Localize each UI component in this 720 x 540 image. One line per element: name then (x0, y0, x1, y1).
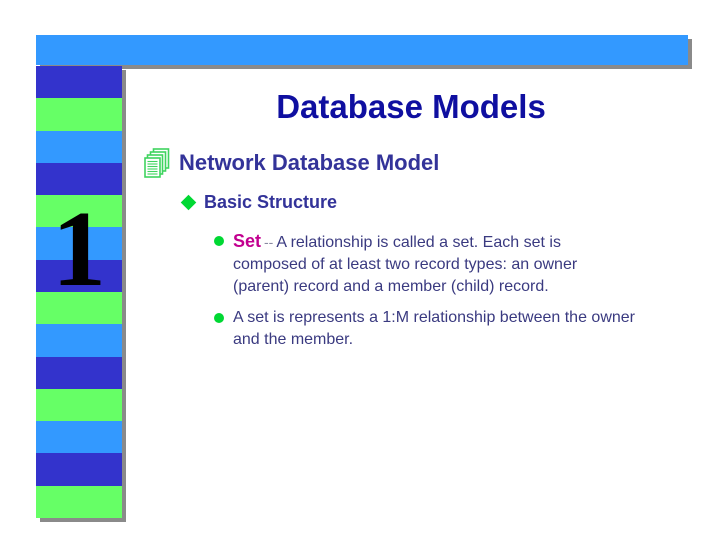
bullet-item-relationship: A set is represents a 1:M relationship b… (214, 307, 635, 351)
bullet-body: A set is represents a 1:M relationship b… (233, 309, 635, 348)
stripe (36, 227, 122, 260)
stripe (36, 324, 122, 357)
stripe (36, 421, 122, 454)
stripe (36, 388, 122, 422)
stripe (36, 453, 122, 486)
stripe-column (36, 66, 122, 518)
diamond-bullet-icon (180, 194, 197, 210)
subheading-row: Basic Structure (180, 191, 338, 212)
stripe (36, 130, 122, 163)
stripe (36, 162, 122, 196)
bullet-lead: Set (233, 231, 262, 251)
stripe (36, 98, 122, 131)
bullet-item-set: Set--A relationship is called a set. Eac… (214, 230, 635, 298)
bullet-body: A relationship is called a set. Each set… (233, 234, 578, 295)
slide-title: Database Models (276, 88, 546, 125)
bullet-text: A set is represents a 1:M relationship b… (233, 307, 635, 351)
stripe (36, 195, 122, 228)
bullet-text: Set--A relationship is called a set. Eac… (233, 230, 635, 298)
heading-text: Network Database Model (179, 150, 440, 175)
top-bar (36, 35, 688, 65)
slide-number: 1 (52, 190, 106, 309)
heading-row: Network Database Model (144, 147, 439, 179)
stripe (36, 66, 122, 99)
stripe (36, 291, 122, 325)
circle-bullet-icon (214, 313, 224, 323)
documents-icon (144, 148, 170, 178)
circle-bullet-icon (214, 236, 224, 246)
stripe (36, 356, 122, 389)
bullet-separator: -- (264, 234, 274, 250)
stripe (36, 485, 122, 518)
subheading-text: Basic Structure (204, 191, 338, 212)
stripe (36, 259, 122, 292)
